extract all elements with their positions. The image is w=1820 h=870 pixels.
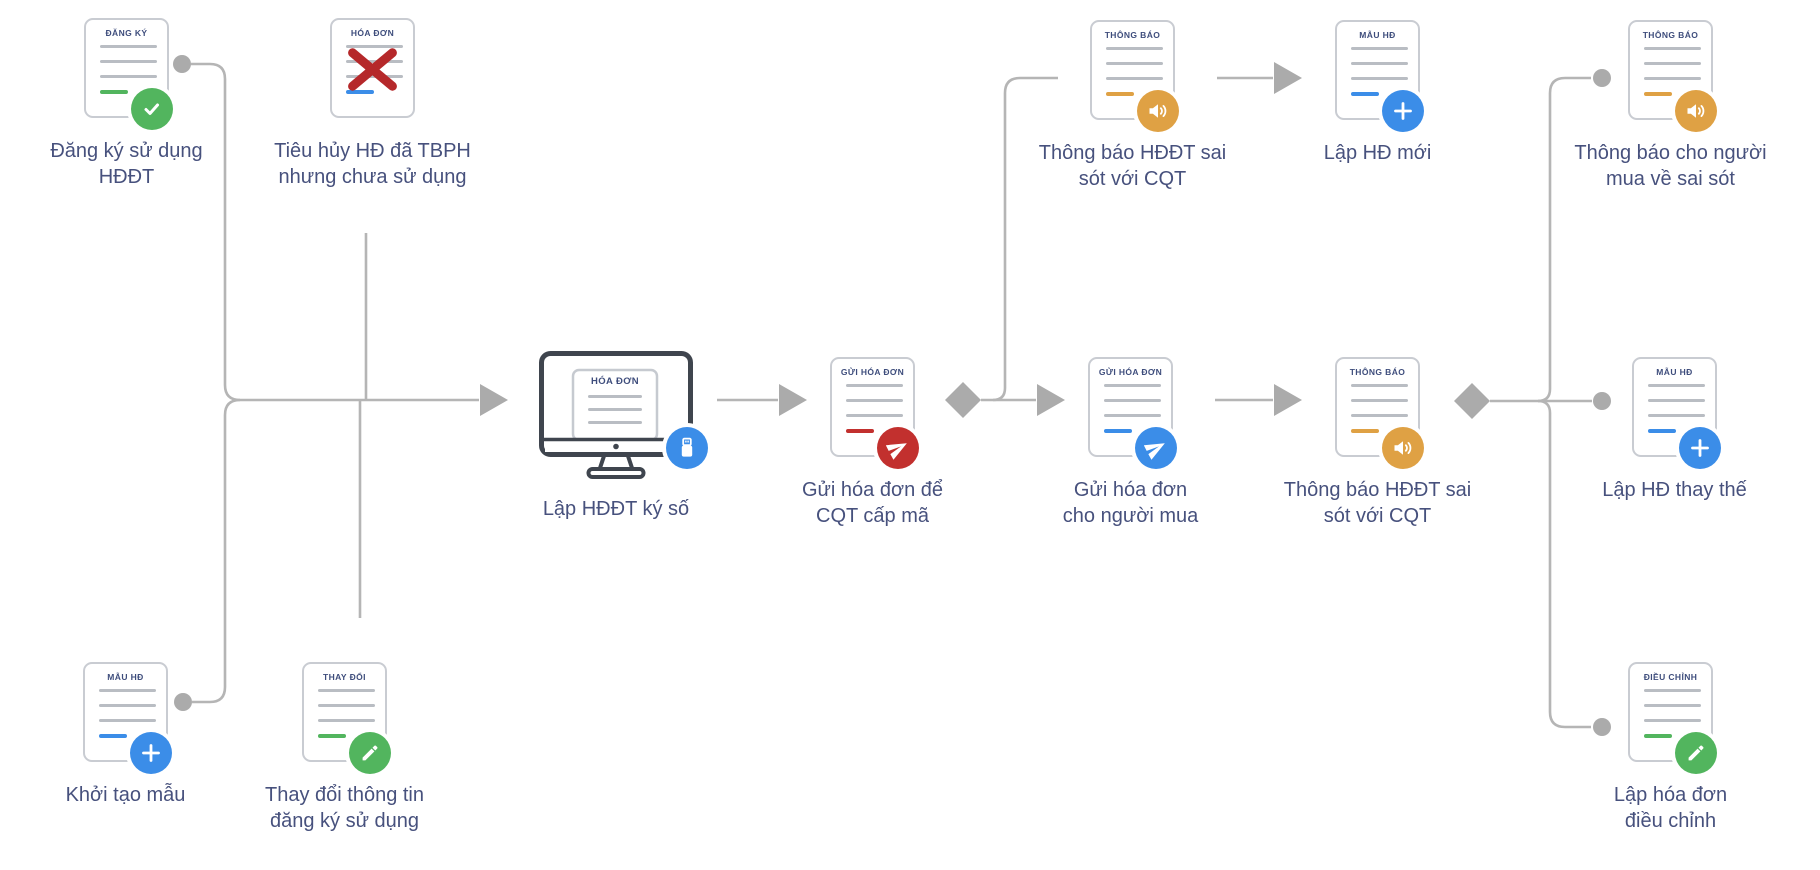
node-label: Lập HĐĐT ký số — [542, 498, 690, 520]
card-title: HÓA ĐƠN — [350, 28, 395, 38]
card-title: MẪU HĐ — [107, 672, 144, 682]
speaker-badge-icon — [1137, 90, 1179, 132]
node-label: Đăng ký sử dụng HĐĐT — [50, 140, 203, 188]
arrowhead-into-monitor — [480, 384, 508, 416]
junction-dot-khoitao — [174, 693, 192, 711]
red-x-icon — [342, 42, 403, 96]
card-title: ĐĂNG KÝ — [105, 28, 148, 38]
doc-lines — [1648, 384, 1705, 433]
screen-document-title: HÓA ĐƠN — [591, 375, 639, 387]
node-label: Gửi hóa đơn cho người mua — [1062, 479, 1199, 527]
doc-lines — [318, 689, 375, 738]
node-label: Thông báo HĐĐT sai sót với CQT — [1038, 142, 1227, 190]
check-badge-icon — [131, 88, 173, 130]
card-title: MẪU HĐ — [1359, 30, 1396, 40]
node-label: Lập hóa đơn điều chỉnh — [1613, 784, 1728, 832]
arrowhead-into-tbmid — [1274, 384, 1302, 416]
node-label: Thay đổi thông tin đăng ký sử dụng — [265, 784, 424, 832]
card-title: THÔNG BÁO — [1642, 30, 1699, 40]
node-label: Thông báo HĐĐT sai sót với CQT — [1283, 479, 1472, 527]
node-thong-bao-nguoi-mua[interactable]: THÔNG BÁO Thông báo cho người mua về sai… — [1574, 20, 1767, 190]
junction-dot-dieuchinh — [1593, 718, 1611, 736]
wire-diamond1-up — [992, 76, 1058, 402]
decision-diamond-1 — [945, 382, 981, 418]
node-thong-bao-sai-sot-cqt-top[interactable]: THÔNG BÁO Thông báo HĐĐT sai sót với CQT — [1039, 20, 1226, 190]
node-lap-hd-thay-the[interactable]: MẪU HĐ Lập HĐ thay thế — [1602, 357, 1747, 501]
usb-badge-icon — [666, 427, 708, 469]
node-label: Tiêu hủy HĐ đã TBPH nhưng chưa sử dụng — [274, 140, 471, 188]
doc-lines — [846, 384, 903, 433]
node-label: Khởi tạo mẫu — [65, 784, 186, 806]
wire-diamond2-up — [1537, 76, 1591, 403]
node-lap-hd-moi[interactable]: MẪU HĐ Lập HĐ mới — [1324, 20, 1431, 164]
node-thay-doi-thong-tin[interactable]: THAY ĐỔI Thay đổi thông tin đăng ký sử d… — [265, 662, 424, 832]
card-title: ĐIỀU CHỈNH — [1643, 672, 1698, 682]
send-plane-badge-icon — [877, 427, 919, 469]
card-title: THAY ĐỔI — [323, 672, 366, 682]
document-card: GỬI HÓA ĐƠN — [1088, 357, 1173, 457]
node-khoi-tao-mau[interactable]: MẪU HĐ Khởi tạo mẫu — [66, 662, 185, 806]
wire-diamond2-down — [1537, 399, 1591, 729]
monitor-icon: HÓA ĐƠN — [539, 351, 693, 479]
doc-lines — [1106, 47, 1163, 96]
arrowhead-into-lapmoi — [1274, 62, 1302, 94]
node-label: Gửi hóa đơn để CQT cấp mã — [801, 479, 944, 527]
node-lap-hd-dieu-chinh[interactable]: ĐIỀU CHỈNH Lập hóa đơn điều chỉnh — [1614, 662, 1727, 832]
card-title: THÔNG BÁO — [1104, 30, 1161, 40]
arrowhead-into-guimua — [1037, 384, 1065, 416]
doc-lines — [99, 689, 156, 738]
speaker-badge-icon — [1382, 427, 1424, 469]
doc-lines — [1644, 47, 1701, 96]
node-tieu-huy-hd[interactable]: HÓA ĐƠN Tiêu hủy HĐ đã TBPH nhưng chưa s… — [274, 18, 471, 188]
node-label: Lập HĐ mới — [1323, 142, 1432, 164]
node-lap-hddt-ky-so[interactable]: HÓA ĐƠN Lập HĐĐT ký số — [538, 350, 708, 520]
decision-diamond-2 — [1454, 383, 1490, 419]
junction-dot-tbmua — [1593, 69, 1611, 87]
speaker-badge-icon — [1675, 90, 1717, 132]
doc-lines — [1104, 384, 1161, 433]
node-gui-hoa-don-cqt[interactable]: GỬI HÓA ĐƠN Gửi hóa đơn để CQT cấp mã — [802, 357, 943, 527]
pencil-badge-icon — [349, 732, 391, 774]
plus-badge-icon — [130, 732, 172, 774]
node-label: Thông báo cho người mua về sai sót — [1574, 142, 1767, 190]
doc-lines — [1351, 47, 1408, 96]
card-title: GỬI HÓA ĐƠN — [840, 367, 905, 377]
doc-lines — [1644, 689, 1701, 738]
plus-badge-icon — [1382, 90, 1424, 132]
node-thong-bao-sai-sot-cqt-mid[interactable]: THÔNG BÁO Thông báo HĐĐT sai sót với CQT — [1284, 357, 1471, 527]
node-label: Lập HĐ thay thế — [1602, 479, 1747, 501]
doc-lines — [100, 45, 157, 94]
pencil-badge-icon — [1675, 732, 1717, 774]
arrowhead-into-guicqt — [779, 384, 807, 416]
plus-badge-icon — [1679, 427, 1721, 469]
card-title: MẪU HĐ — [1656, 367, 1693, 377]
junction-dot-dangky — [173, 55, 191, 73]
node-gui-hoa-don-nguoi-mua[interactable]: GỬI HÓA ĐƠN Gửi hóa đơn cho người mua — [1063, 357, 1198, 527]
send-plane-badge-icon — [1135, 427, 1177, 469]
junction-dot-thaythe — [1593, 392, 1611, 410]
camera-dot — [613, 443, 619, 450]
doc-lines — [1351, 384, 1408, 433]
wire-khoitao-to-main — [192, 398, 241, 704]
card-title: GỬI HÓA ĐƠN — [1098, 367, 1163, 377]
node-dang-ky-su-dung[interactable]: ĐĂNG KÝ Đăng ký sử dụng HĐĐT — [50, 18, 203, 188]
card-title: THÔNG BÁO — [1349, 367, 1406, 377]
